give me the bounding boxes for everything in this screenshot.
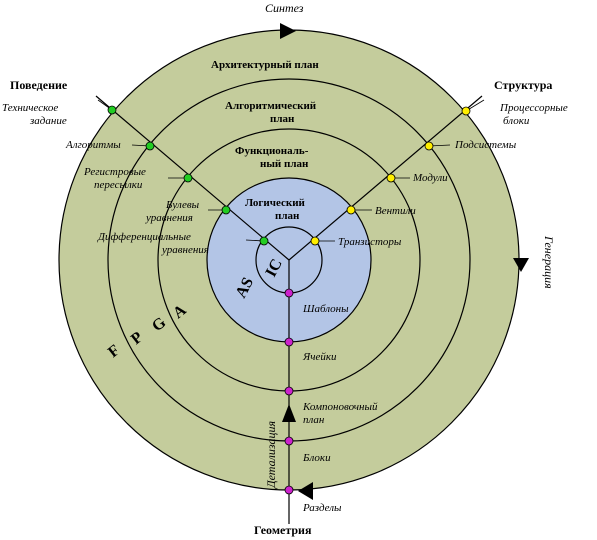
structure-points [310, 106, 471, 246]
point-tech-spec [107, 105, 117, 115]
level-algorithmic-line2: план [270, 113, 295, 125]
point-cells [284, 337, 294, 347]
label-transistors: Транзисторы [338, 236, 402, 248]
geometry-arrow-icon [298, 482, 313, 500]
level-algorithmic-line1: Алгоритмический [225, 100, 317, 112]
synthesis-arrow-icon [280, 23, 296, 39]
level-functional-line1: Функциональ- [235, 145, 309, 157]
label-gates: Вентили [375, 205, 416, 217]
detail-arrow-icon [282, 404, 296, 422]
point-templates [284, 288, 294, 298]
label-subsystems: Подсистемы [454, 139, 517, 151]
point-blocks [284, 436, 294, 446]
point-algorithms [145, 141, 155, 151]
label-diff-equations-line1: Дифференциальные [97, 231, 191, 243]
label-processor-blocks-line1: Процессорные [499, 102, 568, 114]
geometry-title: Геометрия [254, 523, 312, 537]
point-gates [346, 205, 356, 215]
behavior-points [107, 105, 269, 246]
structure-axis [288, 95, 483, 261]
level-logical-line1: Логический [245, 197, 306, 209]
detail-label: Детализация [264, 420, 278, 489]
label-layout-plan-line1: Компоновочный [302, 401, 378, 413]
point-modules [386, 173, 396, 183]
label-algorithms: Алгоритмы [65, 139, 121, 151]
label-layout-plan-line2: план [303, 414, 325, 426]
level-functional-line2: ный план [260, 158, 309, 170]
behavior-axis [95, 95, 290, 261]
point-layout-plan [284, 386, 294, 396]
label-tech-spec-line2: задание [29, 115, 67, 127]
point-register-transfers [183, 173, 193, 183]
level-architectural: Архитектурный план [211, 59, 319, 71]
label-cells: Ячейки [302, 351, 337, 363]
point-subsystems [424, 141, 434, 151]
asic-ic-label: IC [263, 256, 286, 280]
synthesis-label: Синтез [265, 1, 304, 15]
point-transistors [310, 236, 320, 246]
point-processor-blocks [461, 106, 471, 116]
point-sections [284, 485, 294, 495]
label-register-transfers-line2: пересылки [94, 179, 143, 191]
label-boolean-equations-line1: Булевы [165, 199, 200, 211]
label-sections: Разделы [302, 502, 342, 514]
level-logical-line2: план [275, 210, 300, 222]
generation-label: Генерация [542, 235, 556, 289]
point-diff-equations [259, 236, 269, 246]
label-modules: Модули [412, 172, 448, 184]
label-blocks: Блоки [302, 452, 331, 464]
behavior-title: Поведение [10, 78, 68, 92]
label-register-transfers-line1: Регистровые [83, 166, 146, 178]
label-diff-equations-line2: уравнения [161, 244, 209, 256]
label-templates: Шаблоны [302, 303, 349, 315]
label-tech-spec-line1: Техническое [2, 102, 58, 114]
generation-arrow-icon [513, 258, 529, 272]
label-processor-blocks-line2: блоки [503, 115, 530, 127]
point-boolean-equations [221, 205, 231, 215]
geometry-points [284, 288, 294, 495]
label-boolean-equations-line2: уравнения [145, 212, 193, 224]
structure-title: Структура [494, 78, 552, 92]
